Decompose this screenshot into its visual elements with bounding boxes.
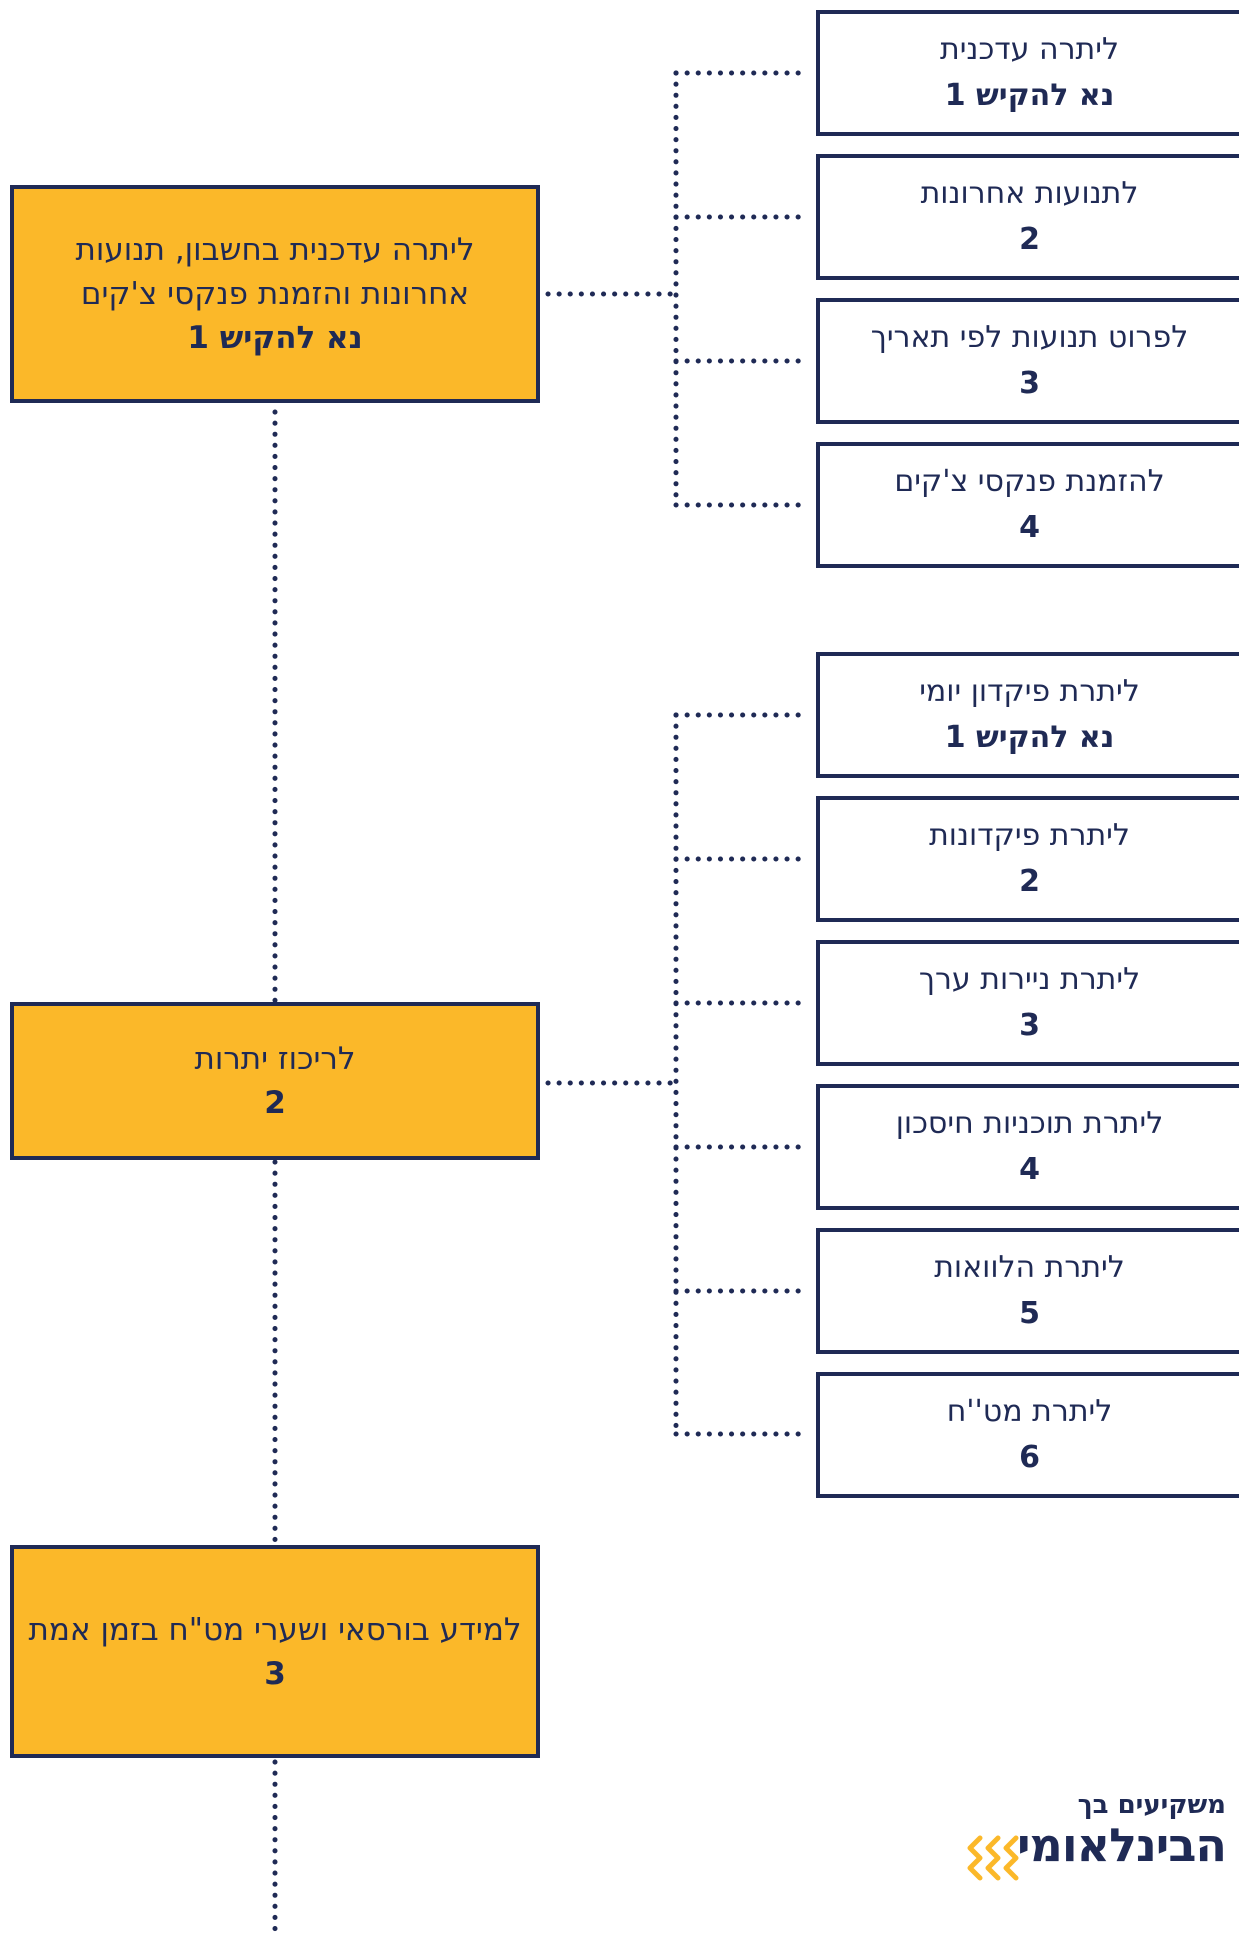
group2-option-5-number: 5 <box>1019 1296 1040 1331</box>
group2-option-1-label: ליתרת פיקדון יומי <box>919 674 1140 709</box>
group1-option-2-label: לתנועות אחרונות <box>920 176 1139 211</box>
bank-logo: משקיעים בך הבינלאומי <box>960 1790 1232 1900</box>
chevron-mark-icon <box>967 1835 1019 1881</box>
group1-option-3: לפרוט תנועות לפי תאריך 3 <box>816 298 1239 424</box>
logo-tagline: משקיעים בך <box>1077 1790 1226 1820</box>
group2-option-4-number: 4 <box>1019 1152 1040 1187</box>
group2-option-4-label: ליתרת תוכניות חיסכון <box>895 1106 1164 1141</box>
group2-option-4: ליתרת תוכניות חיסכון 4 <box>816 1084 1239 1210</box>
group2-option-1-number: נא להקיש 1 <box>944 720 1115 755</box>
logo-name: הבינלאומי <box>1017 1818 1227 1872</box>
group2-option-2-label: ליתרת פיקדונות <box>929 818 1130 853</box>
group2-option-3: ליתרת ניירות ערך 3 <box>816 940 1239 1066</box>
group2-option-3-number: 3 <box>1019 1008 1040 1043</box>
group1-option-1-label: ליתרה עדכנית <box>940 32 1120 67</box>
main-option-1: ליתרה עדכנית בחשבון, תנועות אחרונות והזמ… <box>10 185 540 403</box>
main-option-3-number: 3 <box>264 1655 286 1692</box>
group1-option-3-number: 3 <box>1019 366 1040 401</box>
group1-option-3-label: לפרוט תנועות לפי תאריך <box>870 320 1189 355</box>
group2-option-6: ליתרת מט''ח 6 <box>816 1372 1239 1498</box>
group2-option-2-number: 2 <box>1019 864 1040 899</box>
main-option-1-number: נא להקיש 1 <box>187 320 363 356</box>
group2-option-6-label: ליתרת מט''ח <box>946 1394 1113 1429</box>
group1-option-1: ליתרה עדכנית נא להקיש 1 <box>816 10 1239 136</box>
main-option-3: למידע בורסאי ושערי מט"ח בזמן אמת 3 <box>10 1545 540 1758</box>
group2-option-2: ליתרת פיקדונות 2 <box>816 796 1239 922</box>
group1-option-1-number: נא להקיש 1 <box>944 78 1115 113</box>
group2-option-6-number: 6 <box>1019 1440 1040 1475</box>
group2-option-3-label: ליתרת ניירות ערך <box>918 962 1141 997</box>
main-option-1-label: ליתרה עדכנית בחשבון, תנועות אחרונות והזמ… <box>75 232 475 312</box>
group1-option-2: לתנועות אחרונות 2 <box>816 154 1239 280</box>
main-option-3-label: למידע בורסאי ושערי מט"ח בזמן אמת <box>28 1611 522 1648</box>
group1-option-4-label: להזמנת פנקסי צ'קים <box>894 464 1165 499</box>
group1-option-2-number: 2 <box>1019 222 1040 257</box>
main-option-2-label: לריכוז יתרות <box>194 1041 356 1077</box>
group1-option-4: להזמנת פנקסי צ'קים 4 <box>816 442 1239 568</box>
group2-option-1: ליתרת פיקדון יומי נא להקיש 1 <box>816 652 1239 778</box>
group2-option-5-label: ליתרת הלוואות <box>934 1250 1125 1285</box>
main-option-2-number: 2 <box>264 1085 286 1121</box>
group2-option-5: ליתרת הלוואות 5 <box>816 1228 1239 1354</box>
group1-option-4-number: 4 <box>1019 510 1040 545</box>
main-option-2: לריכוז יתרות 2 <box>10 1002 540 1160</box>
